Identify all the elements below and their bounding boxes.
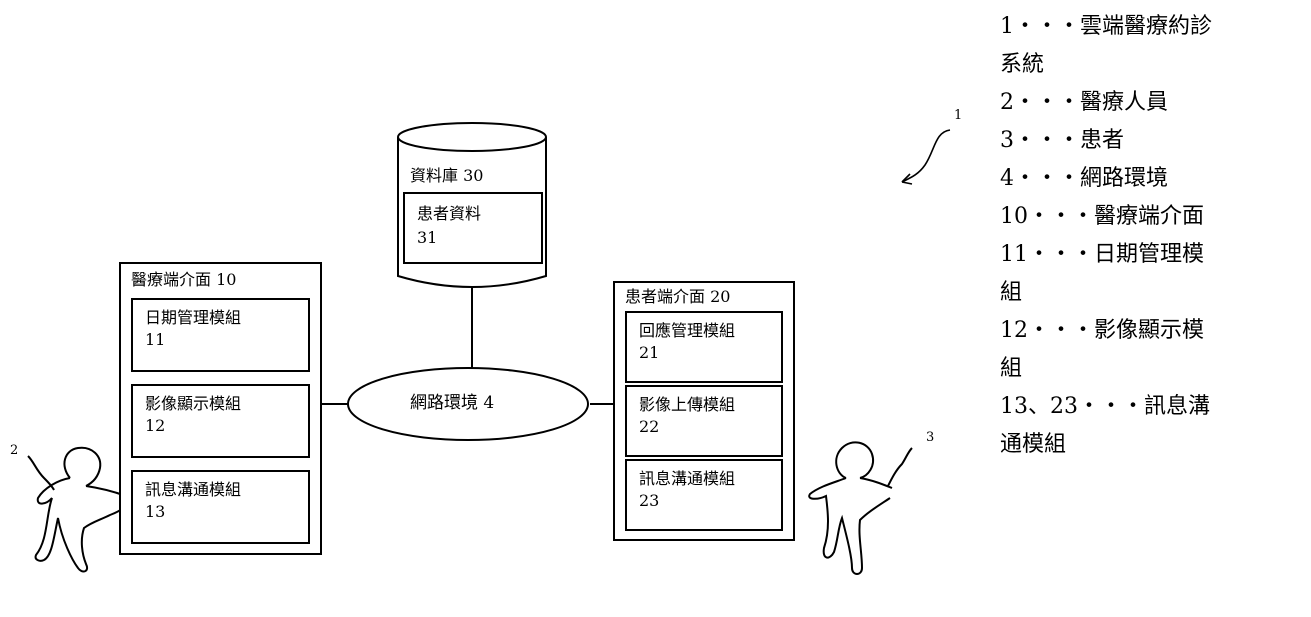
patient-interface-box: 患者端介面 20 回應管理模組 21 影像上傳模組 22 訊息溝通模組 23 [613, 281, 795, 541]
system-ref-number: 1 [954, 108, 963, 123]
staff-ref-number: 2 [10, 443, 19, 458]
message-communication-module-23: 訊息溝通模組 23 [625, 459, 783, 531]
module-number: 23 [639, 491, 660, 510]
legend-line: 10・・・醫療端介面 [1000, 204, 1204, 229]
patient-interface-title: 患者端介面 20 [625, 287, 731, 306]
network-ellipse [347, 367, 589, 441]
module-number: 21 [639, 343, 660, 362]
image-upload-module: 影像上傳模組 22 [625, 385, 783, 457]
legend: 1・・・雲端醫療約診 系統 2・・・醫療人員 3・・・患者 4・・・網路環境 1… [1000, 8, 1300, 464]
patient-data-box: 患者資料 31 [403, 192, 543, 264]
legend-line: 13、23・・・訊息溝 [1000, 394, 1210, 419]
patient-data-number: 31 [417, 228, 438, 247]
legend-line: 系統 [1000, 52, 1045, 77]
patient-person-icon [808, 441, 913, 575]
message-communication-module-13: 訊息溝通模組 13 [131, 470, 310, 544]
legend-line: 1・・・雲端醫療約診 [1000, 14, 1212, 39]
legend-line: 3・・・患者 [1000, 128, 1124, 153]
patient-ref-number: 3 [926, 430, 935, 445]
legend-line: 通模組 [1000, 432, 1067, 457]
module-number: 22 [639, 417, 660, 436]
patient-data-label: 患者資料 [417, 204, 482, 223]
module-label: 影像上傳模組 [639, 395, 736, 414]
legend-line: 4・・・網路環境 [1000, 166, 1168, 191]
medical-interface-title: 醫療端介面 10 [131, 270, 237, 289]
staff-person-icon [27, 446, 129, 573]
module-label: 影像顯示模組 [145, 394, 242, 413]
image-display-module: 影像顯示模組 12 [131, 384, 310, 458]
database-title: 資料庫 30 [410, 166, 484, 185]
legend-line: 12・・・影像顯示模 [1000, 318, 1204, 343]
medical-interface-box: 醫療端介面 10 日期管理模組 11 影像顯示模組 12 訊息溝通模組 13 [119, 262, 322, 555]
system-ref-arrow [901, 129, 951, 185]
legend-line: 11・・・日期管理模 [1000, 242, 1204, 267]
module-number: 12 [145, 416, 166, 435]
module-number: 11 [145, 330, 166, 349]
network-label: 網路環境 4 [410, 393, 495, 413]
module-label: 回應管理模組 [639, 321, 736, 340]
module-number: 13 [145, 502, 166, 521]
module-label: 日期管理模組 [145, 308, 242, 327]
legend-line: 2・・・醫療人員 [1000, 90, 1168, 115]
legend-line: 組 [1000, 356, 1023, 381]
response-management-module: 回應管理模組 21 [625, 311, 783, 383]
legend-line: 組 [1000, 280, 1023, 305]
module-label: 訊息溝通模組 [639, 469, 736, 488]
module-label: 訊息溝通模組 [145, 480, 242, 499]
date-management-module: 日期管理模組 11 [131, 298, 310, 372]
